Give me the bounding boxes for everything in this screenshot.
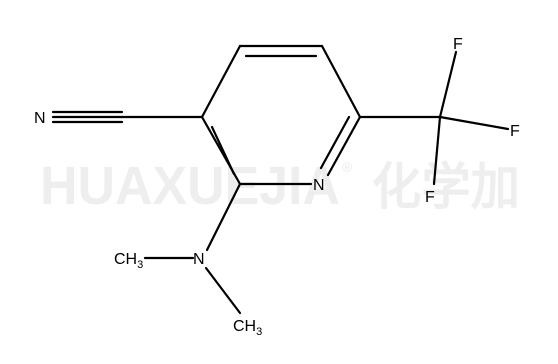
atom-fluorine-right: F [510,123,520,140]
atom-fluorine-bottom: F [425,189,435,206]
bond-c-f-top [438,50,458,119]
watermark-chinese: 化学加 [372,159,520,215]
bond-ring-lower-left-inner [210,125,236,176]
bond-amine-to-methyl-bottom [204,266,242,315]
methyl-left-label: CH3 [114,251,143,271]
bond-c-f-right [438,115,510,131]
bond-ring-lower-right [326,115,362,177]
methyl-bottom-main: CH [233,318,256,335]
watermark: HUAXUEJIA ® 化学加 [40,156,520,216]
bond-ring-upper-left [200,44,242,119]
atom-amine-nitrogen: N [193,251,205,268]
bond-ring-to-amine [205,182,242,252]
atom-ring-nitrogen: N [313,177,325,194]
watermark-registered: ® [342,159,353,175]
methyl-bottom-subscript: 3 [256,326,262,338]
atom-labels: N N N F F F CH3 CH3 [34,36,520,338]
bond-c-f-bottom [432,115,442,186]
methyl-left-main: CH [114,251,137,268]
atom-fluorine-top: F [453,36,463,53]
bond-ring-lower-right-inner [319,115,351,170]
methyl-bottom-label: CH3 [233,318,262,338]
watermark-latin: HUAXUEJIA [40,156,340,216]
methyl-left-subscript: 3 [137,259,143,271]
atom-nitrile-nitrogen: N [34,110,46,127]
bonds [51,44,510,315]
bond-ring-upper-right [320,44,362,119]
